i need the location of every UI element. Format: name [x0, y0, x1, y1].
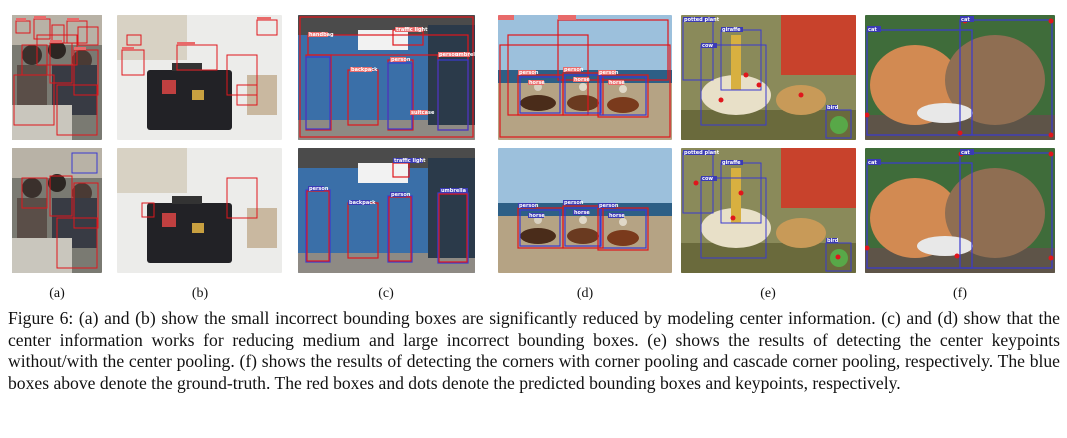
box-label: person [519, 70, 539, 76]
box-label: backpack [349, 200, 376, 206]
box-label: person [519, 203, 539, 209]
sublabel-d: (d) [576, 286, 594, 301]
box-label: cow [702, 43, 713, 49]
box-label: horse [609, 80, 625, 86]
panel-f-bottom: cat cat [865, 148, 1055, 273]
box-label: potted plant [684, 17, 720, 23]
panel-a-top [12, 15, 102, 140]
panel-a-bottom [12, 148, 102, 273]
panel-b-bottom [117, 148, 282, 273]
sublabel-b: (b) [191, 286, 209, 301]
panel-d-bottom: person horse person horse person horse [498, 148, 672, 273]
box-label: horse [529, 80, 545, 86]
box-label: person [309, 186, 329, 192]
box-label: umbrella [455, 52, 475, 58]
box-label: horse [609, 213, 625, 219]
box-label: potted plant [684, 150, 720, 156]
box-label: person [564, 67, 584, 73]
box-label: horse [574, 210, 590, 216]
box-label: traffic light [394, 158, 426, 164]
panel-c-top: traffic light person backpack person sui… [298, 15, 475, 140]
box-label: person [439, 52, 459, 58]
figure-caption: Figure 6: (a) and (b) show the small inc… [8, 308, 1060, 393]
box-label: cat [868, 160, 877, 166]
box-label: person [564, 200, 584, 206]
panel-e-bottom: potted plant giraffe cow bird [681, 148, 856, 273]
box-label: bird [827, 238, 839, 244]
panel-e-top: potted plant giraffe cow bird [681, 15, 856, 140]
box-label: horse [529, 213, 545, 219]
box-label: bird [827, 105, 839, 111]
box-label: person [391, 57, 411, 63]
sublabel-c: (c) [378, 286, 394, 301]
box-label: horse [574, 77, 590, 83]
sublabel-e: (e) [760, 286, 776, 301]
sublabel-a: (a) [49, 286, 65, 301]
box-label: person [599, 203, 619, 209]
box-label: cat [868, 27, 877, 33]
box-label: cow [702, 176, 713, 182]
box-label: umbrella [441, 188, 466, 194]
panel-f-top: cat cat [865, 15, 1055, 140]
box-label: handbag [309, 32, 334, 38]
panel-d-top: person horse person horse person horse [498, 15, 672, 140]
box-label: giraffe [722, 27, 741, 33]
box-label: giraffe [722, 160, 741, 166]
box-label: backpack [351, 67, 378, 73]
box-label: suitcase [411, 110, 435, 116]
box-label: person [599, 70, 619, 76]
sublabel-f: (f) [953, 286, 967, 301]
box-label: traffic light [396, 27, 428, 33]
panel-b-top [117, 15, 282, 140]
box-label: cat [961, 150, 970, 156]
box-label: person [391, 192, 411, 198]
box-label: cat [961, 17, 970, 23]
panel-c-bottom: traffic light person backpack person umb… [298, 148, 475, 273]
